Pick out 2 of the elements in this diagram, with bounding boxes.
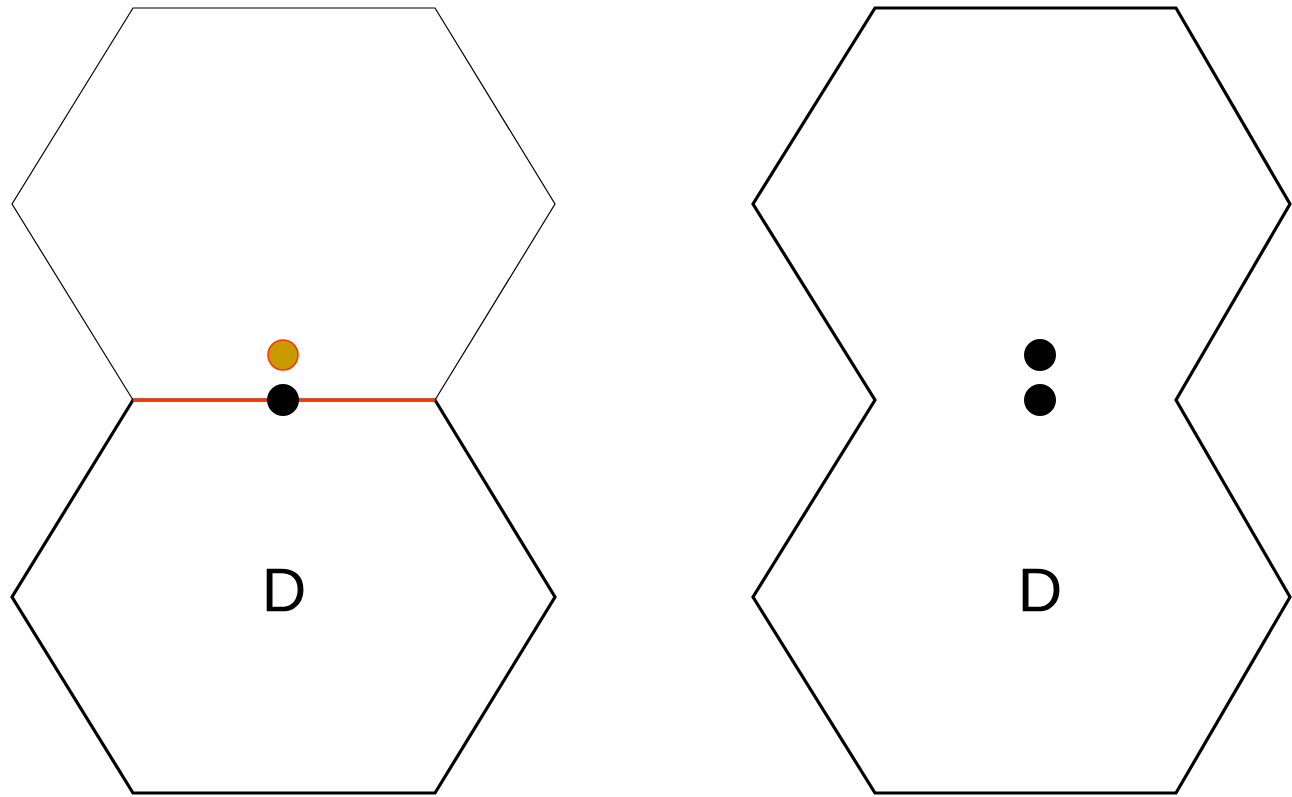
hexagon: D	[10, 398, 557, 795]
merged-hexagon: D	[751, 6, 1292, 795]
